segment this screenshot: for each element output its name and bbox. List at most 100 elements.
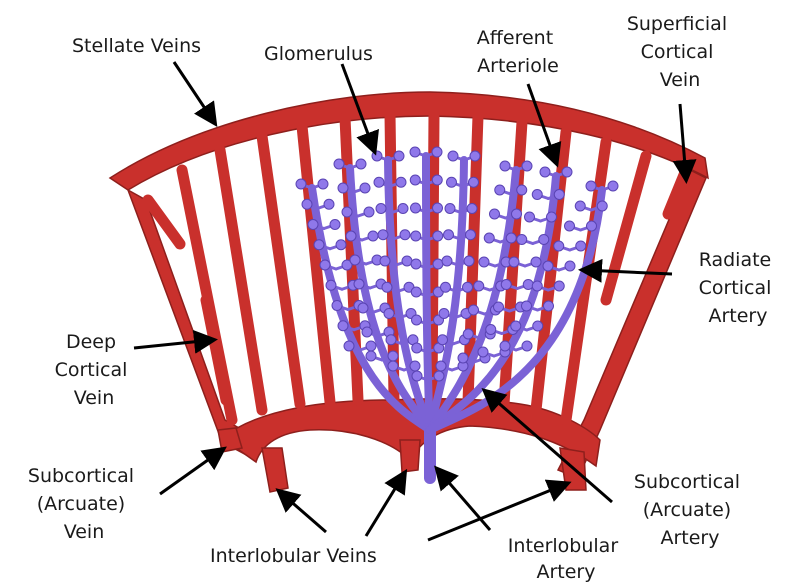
- glomerulus-tuft: [366, 351, 376, 361]
- glomerulus-tuft: [554, 241, 564, 251]
- label-interlobular-veins: Interlobular Veins: [210, 545, 377, 567]
- glomerulus-tuft: [314, 240, 324, 250]
- arrow-interlobular-veins-3: [428, 484, 566, 540]
- glomerulus-tuft: [509, 257, 519, 267]
- glomerulus-tuft: [463, 329, 473, 339]
- glomerulus-tuft: [554, 281, 564, 291]
- glomerulus-tuft: [382, 282, 392, 292]
- glomerulus-tuft: [467, 204, 477, 214]
- glomerulus-tuft: [501, 280, 511, 290]
- glomerulus-tuft: [384, 309, 394, 319]
- glomerulus-tuft: [575, 201, 585, 211]
- glomerulus-tuft: [522, 301, 532, 311]
- glomerulus-tuft: [544, 301, 554, 311]
- glomerulus-tuft: [411, 287, 421, 297]
- glomerulus-tuft: [490, 209, 500, 219]
- glomerulus-tuft: [434, 371, 444, 381]
- glomerulus-tuft: [448, 151, 458, 161]
- glomerulus-tuft: [464, 256, 474, 266]
- glomerulus-tuft: [608, 181, 618, 191]
- glomerulus-tuft: [376, 204, 386, 214]
- glomerulus-tuft: [380, 256, 390, 266]
- glomerulus-tuft: [500, 161, 510, 171]
- label-subcortical-arcuate-artery: Subcortical (Arcuate) Artery: [634, 471, 746, 549]
- glomerulus-tuft: [525, 212, 535, 222]
- glomerulus-tuft: [366, 341, 376, 351]
- label-afferent-arteriole: Afferent Arteriole: [477, 27, 559, 77]
- glomerulus-tuft: [338, 183, 348, 193]
- glomerulus-tuft: [400, 230, 410, 240]
- glomerulus-tuft: [378, 230, 388, 240]
- glomerulus-tuft: [433, 231, 443, 241]
- glomerulus-tuft: [533, 321, 543, 331]
- glomerulus-tuft: [517, 185, 527, 195]
- interlobular-vein-stub-left: [262, 448, 288, 492]
- glomerulus-tuft: [565, 261, 575, 271]
- glomerulus-tuft: [344, 341, 354, 351]
- glomerulus-tuft: [326, 280, 336, 290]
- glomerulus-tuft: [432, 147, 442, 157]
- glomerulus-tuft: [388, 361, 398, 371]
- glomerulus-tuft: [586, 181, 596, 191]
- glomerulus-tuft: [358, 303, 368, 313]
- glomerulus-tuft: [512, 209, 522, 219]
- glomerulus-tuft: [410, 361, 420, 371]
- arrow-interlobular-veins-1: [280, 492, 326, 532]
- glomerulus-tuft: [479, 257, 489, 267]
- arrow-interlobular-veins-2: [366, 474, 404, 536]
- superficial-stellate-band: [110, 92, 708, 190]
- glomerulus-tuft: [597, 201, 607, 211]
- glomerulus-tuft: [411, 231, 421, 241]
- glomerulus-tuft: [523, 280, 533, 290]
- glomerulus-tuft: [445, 204, 455, 214]
- label-stellate-veins: Stellate Veins: [72, 35, 201, 57]
- glomerulus-tuft: [342, 207, 352, 217]
- glomerulus-tuft: [532, 190, 542, 200]
- glomerulus-tuft: [439, 309, 449, 319]
- glomerulus-tuft: [495, 185, 505, 195]
- glomerulus-tuft: [500, 341, 510, 351]
- glomerulus-tuft: [354, 279, 364, 289]
- glomerulus-tuft: [478, 347, 488, 357]
- glomerulus-tuft: [410, 147, 420, 157]
- interlobular-vein-stub-center: [400, 440, 420, 472]
- label-radiate-cortical-artery: Radiate Cortical Artery: [699, 249, 778, 327]
- label-superficial-cortical-vein: Superficial Cortical Vein: [627, 13, 733, 91]
- glomerulus-tuft: [458, 353, 468, 363]
- glomerulus-tuft: [394, 151, 404, 161]
- glomerulus-tuft: [511, 321, 521, 331]
- glomerulus-tuft: [433, 259, 443, 269]
- arrow-interlobular-artery: [438, 470, 490, 530]
- glomerulus-tuft: [547, 212, 557, 222]
- glomerulus-tuft: [517, 235, 527, 245]
- glomerulus-tuft: [562, 167, 572, 177]
- arrow-stellate-veins: [174, 62, 214, 122]
- glomerulus-tuft: [433, 203, 443, 213]
- glomerulus-tuft: [308, 220, 318, 230]
- glomerulus-tuft: [565, 221, 575, 231]
- glomerulus-tuft: [320, 260, 330, 270]
- glomerulus-tuft: [412, 371, 422, 381]
- glomerulus-tuft: [386, 335, 396, 345]
- glomerulus-tuft: [522, 341, 532, 351]
- arrow-deep-cortical-vein: [134, 340, 212, 348]
- glomerulus-tuft: [587, 221, 597, 231]
- glomerulus-tuft: [432, 175, 442, 185]
- glomerulus-tuft: [540, 167, 550, 177]
- glomerulus-tuft: [469, 305, 479, 315]
- glomerulus-tuft: [362, 327, 372, 337]
- label-subcortical-arcuate-vein: Subcortical (Arcuate) Vein: [28, 465, 140, 543]
- glomerulus-tuft: [360, 183, 370, 193]
- glomerulus-tuft: [374, 177, 384, 187]
- glomerulus-tuft: [356, 159, 366, 169]
- glomerulus-tuft: [543, 261, 553, 271]
- glomerulus-tuft: [463, 282, 473, 292]
- glomerulus-tuft: [470, 151, 480, 161]
- glomerulus-tuft: [486, 325, 496, 335]
- glomerulus-tuft: [411, 203, 421, 213]
- glomerulus-tuft: [330, 220, 340, 230]
- label-glomerulus: Glomerulus: [264, 43, 373, 65]
- glomerulus-tuft: [438, 335, 448, 345]
- glomerulus-tuft: [396, 177, 406, 187]
